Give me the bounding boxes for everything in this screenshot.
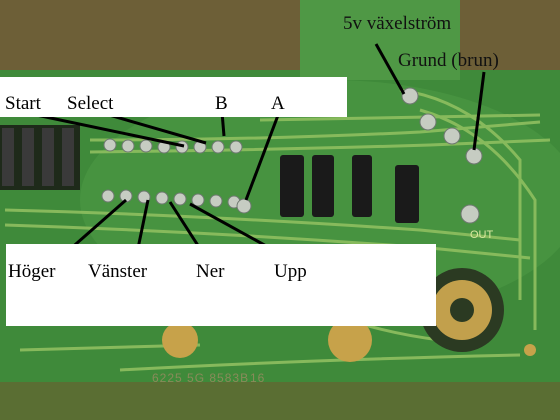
top-label-box: [0, 77, 347, 117]
left-label: Vänster: [88, 261, 148, 282]
button-contact-pads: [162, 268, 536, 362]
right-label: Höger: [8, 261, 56, 282]
vcc-label: 5v växelström: [343, 13, 452, 34]
black-contact-pads: [280, 155, 419, 223]
bottom-label-box: [6, 244, 436, 326]
copper-traces: [4, 88, 551, 372]
board-number-silkscreen: 6225 5G 8583B: [152, 371, 250, 385]
power-solder-joints: [401, 87, 483, 224]
ground-label: Grund (brun): [398, 50, 499, 71]
down-label: Ner: [196, 261, 225, 282]
lower-solder-row: [101, 189, 252, 214]
out-silkscreen: OUT: [470, 229, 494, 241]
board-code-silkscreen: 16: [250, 371, 266, 385]
select-label: Select: [67, 93, 114, 114]
left-contacts: [2, 128, 74, 186]
upper-solder-row: [103, 138, 243, 154]
b-button-label: B: [215, 93, 228, 114]
up-label: Upp: [274, 261, 307, 282]
a-button-label: A: [271, 93, 285, 114]
start-label: Start: [5, 93, 41, 114]
